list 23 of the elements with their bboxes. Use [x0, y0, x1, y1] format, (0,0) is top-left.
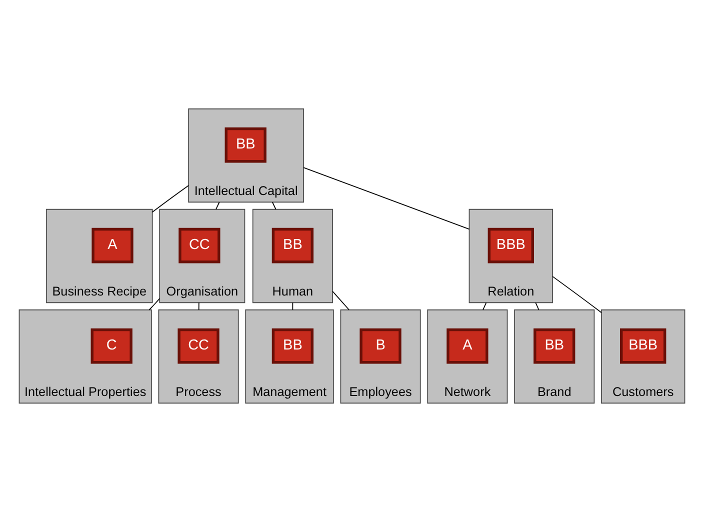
connector — [272, 201, 276, 210]
connector — [303, 166, 470, 230]
connector — [332, 290, 350, 310]
node-box: A — [92, 227, 134, 263]
node-box: BB — [272, 328, 314, 364]
node-box: CC — [178, 227, 220, 263]
connector — [216, 201, 220, 210]
node-box: BB — [534, 328, 576, 364]
node-box: B — [360, 328, 402, 364]
node-box: A — [446, 328, 488, 364]
node-box: BB — [272, 227, 314, 263]
connector — [152, 184, 190, 212]
node-box: C — [90, 328, 132, 364]
connector — [482, 302, 487, 310]
connector — [198, 302, 200, 310]
node-box: BBB — [488, 227, 534, 263]
node-box: BBB — [620, 328, 666, 364]
connector — [552, 276, 602, 313]
connector — [148, 298, 160, 310]
connector — [535, 302, 540, 310]
node-box: BB — [224, 126, 266, 162]
node-box: CC — [178, 328, 220, 364]
connector — [292, 302, 294, 310]
